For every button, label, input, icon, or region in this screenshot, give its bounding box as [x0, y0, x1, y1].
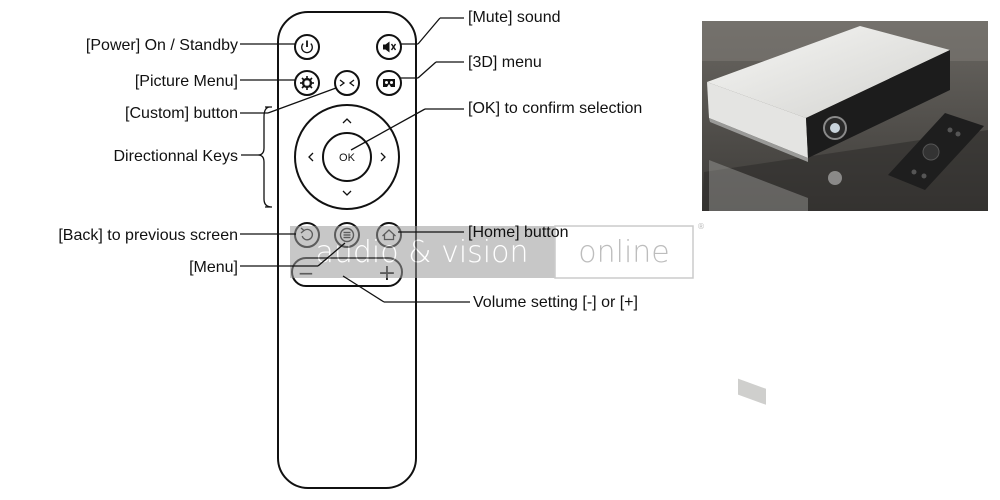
product-photo: [702, 21, 988, 405]
3d-icon: [383, 79, 395, 87]
mute-button: [376, 34, 402, 60]
watermark-text-1: audio & vision: [315, 235, 528, 270]
3d-button: [376, 70, 402, 96]
gear-icon: [300, 76, 314, 90]
right-arrow-icon: [380, 152, 386, 162]
label-power: [Power] On / Standby: [86, 37, 238, 54]
label-home: [Home] button: [468, 224, 569, 241]
left-arrow-icon: [308, 152, 314, 162]
label-menu: [Menu]: [189, 259, 238, 276]
label-ok: [OK] to confirm selection: [468, 100, 642, 117]
label-3d-menu: [3D] menu: [468, 54, 542, 71]
ok-text: OK: [339, 152, 356, 164]
watermark: audio & vision online ®: [290, 222, 705, 279]
up-arrow-icon: [342, 118, 352, 124]
label-directional-keys: Directionnal Keys: [114, 148, 239, 165]
power-button: [294, 34, 320, 60]
custom-icon: [339, 79, 355, 87]
label-picture-menu: [Picture Menu]: [135, 73, 238, 90]
custom-button: [334, 70, 360, 96]
leader-lines: [240, 17, 470, 303]
power-icon: [301, 40, 313, 54]
label-mute: [Mute] sound: [468, 9, 561, 26]
label-volume: Volume setting [-] or [+]: [473, 294, 638, 311]
mute-icon: [383, 41, 397, 53]
watermark-text-2: online: [578, 235, 670, 270]
label-back: [Back] to previous screen: [58, 227, 238, 244]
ok-button: OK: [322, 132, 372, 182]
label-custom: [Custom] button: [125, 105, 238, 122]
down-arrow-icon: [342, 190, 352, 196]
watermark-mark: ®: [697, 222, 705, 231]
picture-menu-button: [294, 70, 320, 96]
